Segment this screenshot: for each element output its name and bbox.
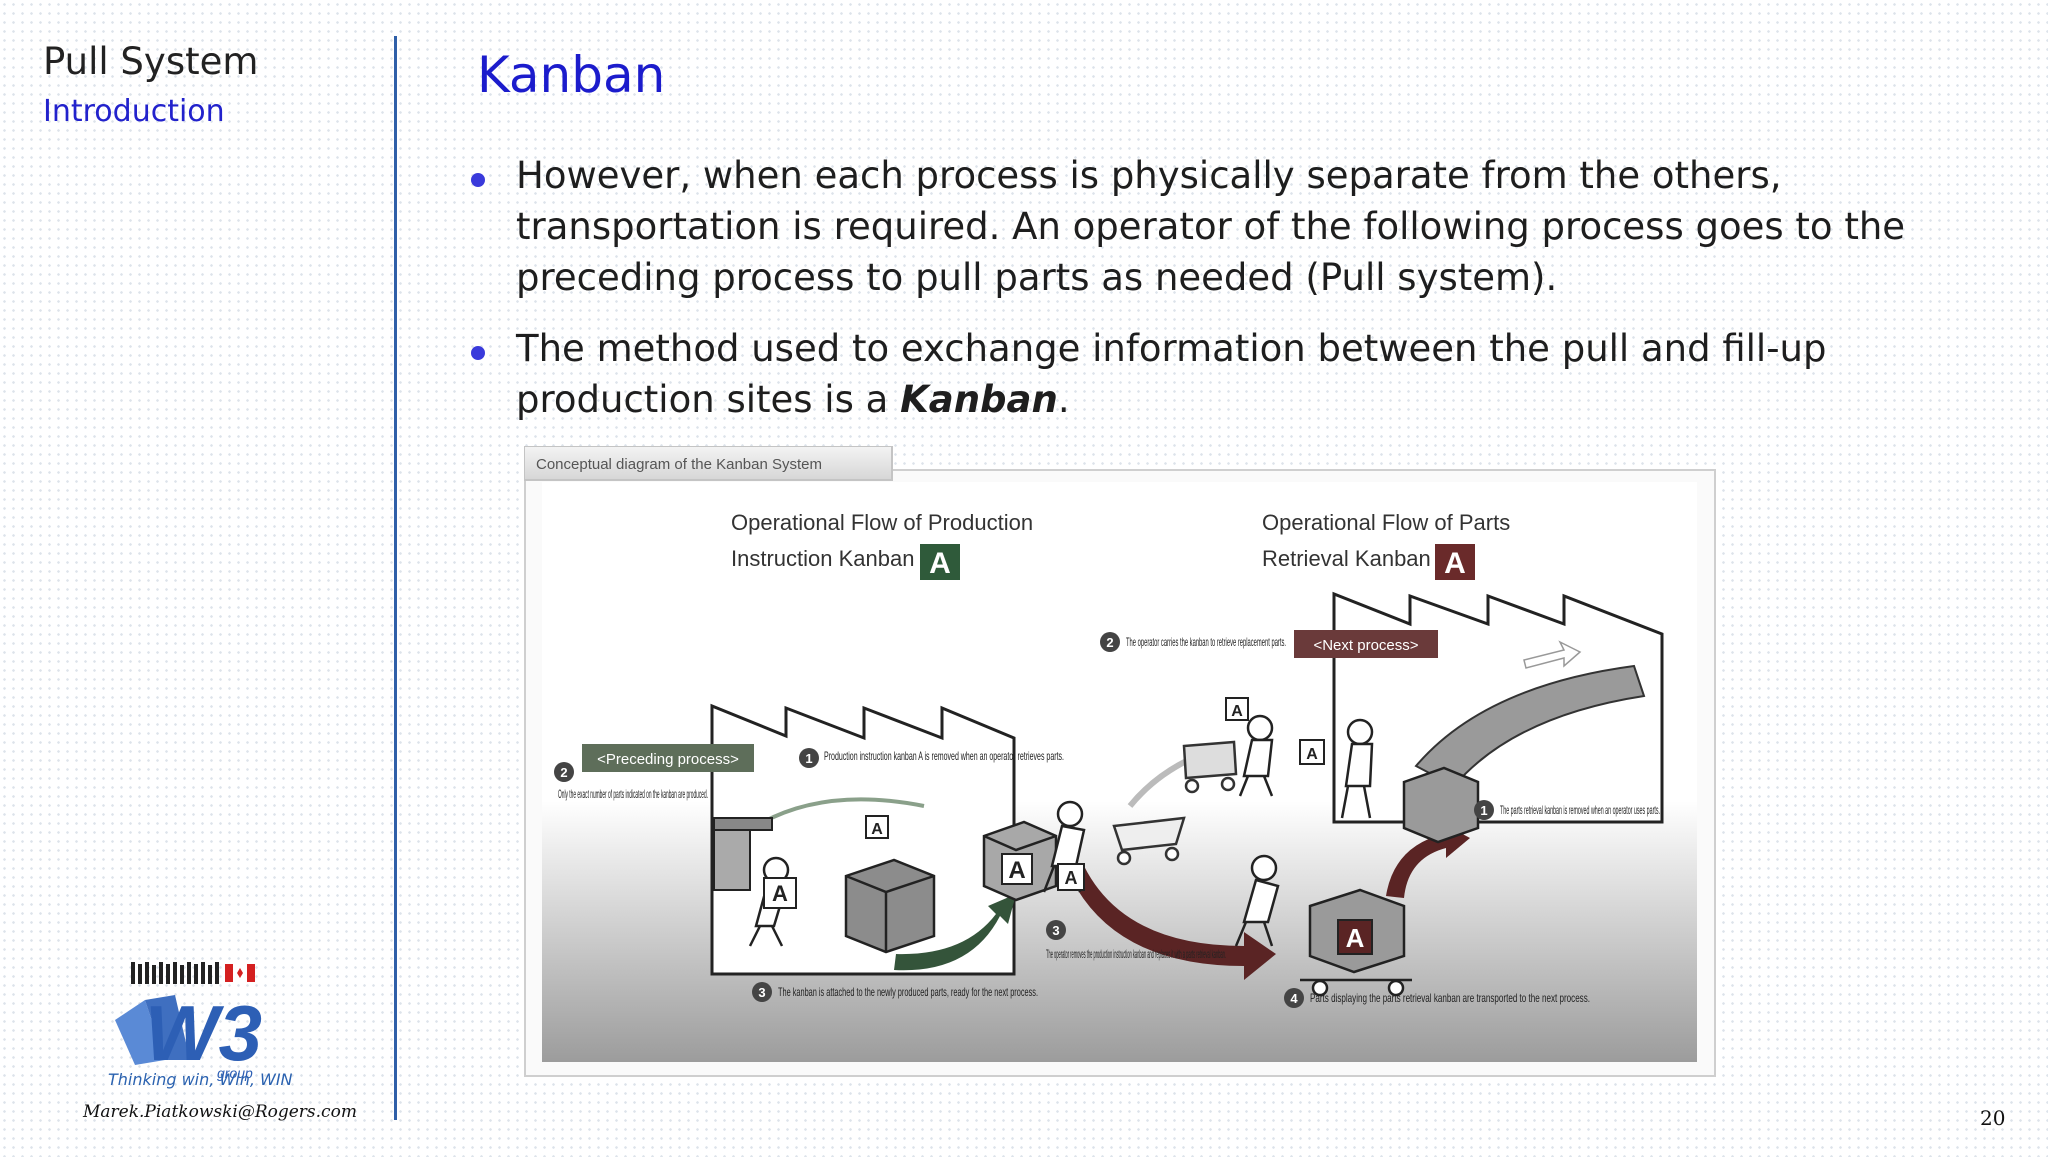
green-cycle-arrow <box>894 894 1016 971</box>
kanban-tag-green-icon <box>920 544 960 580</box>
kanban-system-diagram: Conceptual diagram of the Kanban System … <box>524 446 1716 1077</box>
step-caption-mid-3: The operator removes the production inst… <box>1046 947 1226 961</box>
svg-text:A: A <box>772 881 788 906</box>
svg-text:4: 4 <box>1290 991 1298 1006</box>
svg-text:W3: W3 <box>145 989 262 1077</box>
hand-cart <box>1182 740 1238 794</box>
bullet-list: However, when each process is physically… <box>466 150 1976 445</box>
flow-parts-subtitle: Retrieval Kanban <box>1262 546 1431 571</box>
flow-arrow-icon <box>1523 640 1582 669</box>
step-caption-left-1: Production instruction kanban A is remov… <box>824 749 1064 763</box>
kanban-emphasis: Kanban <box>900 378 1058 421</box>
flow-production-title: Operational Flow of Production <box>731 510 1033 535</box>
page-number: 20 <box>1980 1106 2006 1130</box>
bullet-text: However, when each process is physically… <box>516 154 1906 299</box>
flow-production-subtitle: Instruction Kanban <box>731 546 914 571</box>
svg-text:1: 1 <box>1480 803 1487 818</box>
kanban-tag-icon: A <box>763 877 797 909</box>
bullet-text: The method used to exchange information … <box>516 327 1827 421</box>
next-process-label: <Next process> <box>1313 637 1418 654</box>
next-process-label-box <box>1294 630 1438 658</box>
svg-text:3: 3 <box>758 985 765 1000</box>
kanban-tag-icon: A <box>865 815 889 839</box>
step-caption-right-1: The parts retrieval kanban is removed wh… <box>1500 803 1660 817</box>
preceding-process-label-box <box>582 744 754 772</box>
bullet-icon <box>471 346 485 360</box>
svg-text:2: 2 <box>1106 635 1113 650</box>
flow-parts-title: Operational Flow of Parts <box>1262 510 1510 535</box>
svg-text:3: 3 <box>1052 923 1059 938</box>
svg-text:A: A <box>1346 923 1365 953</box>
maroon-transport-arrow <box>1070 866 1276 980</box>
svg-text:A: A <box>1065 868 1078 888</box>
preceding-process-label: <Preceding process> <box>597 751 739 768</box>
divider-line <box>394 36 397 1120</box>
bullet-text-end: . <box>1057 378 1070 421</box>
svg-text:A: A <box>929 547 951 580</box>
w3-group-logo: W3 group <box>115 962 262 1081</box>
step-caption-left-2: Only the exact number of parts indicated… <box>558 787 708 801</box>
svg-text:A: A <box>871 821 883 838</box>
section-title: Pull System <box>43 40 259 83</box>
bullet-item: The method used to exchange information … <box>466 323 1976 425</box>
parts-crate-left <box>844 858 936 954</box>
kanban-tag-icon: A <box>1225 697 1249 721</box>
worker-right <box>1340 718 1374 819</box>
diagram-tab-label: Conceptual diagram of the Kanban System <box>536 456 822 473</box>
logo-tagline: Thinking win, Win, WIN <box>108 1070 293 1089</box>
sidebar: Pull System Introduction W3 group Thinki… <box>0 0 395 1157</box>
bullet-item: However, when each process is physically… <box>466 150 1976 303</box>
hand-cart-mid <box>1112 816 1186 866</box>
svg-text:A: A <box>1444 547 1466 580</box>
machine <box>713 817 773 831</box>
step-caption-mid-2: The operator carries the kanban to retri… <box>1126 635 1286 649</box>
svg-text:A: A <box>1306 746 1318 763</box>
bullet-icon <box>471 173 485 187</box>
contact-email: Marek.Piatkowski@Rogers.com <box>83 1102 357 1122</box>
worker-middle-top <box>1238 714 1274 797</box>
section-subtitle: Introduction <box>43 94 225 129</box>
svg-text:1: 1 <box>805 751 812 766</box>
step-caption-left-3: The kanban is attached to the newly prod… <box>778 985 1038 999</box>
page-title: Kanban <box>477 46 666 104</box>
diagram-tab <box>524 446 893 481</box>
kanban-tag-icon: A <box>1299 739 1325 765</box>
step-caption-right-4: Parts displaying the parts retrieval kan… <box>1310 991 1590 1005</box>
kanban-tag-icon: A <box>1057 863 1085 891</box>
svg-text:A: A <box>1231 703 1243 720</box>
maroon-return-arrow <box>1386 822 1470 898</box>
svg-text:A: A <box>1008 857 1025 884</box>
svg-text:group: group <box>217 1065 253 1081</box>
svg-text:2: 2 <box>560 765 567 780</box>
kanban-tag-maroon-icon <box>1435 544 1475 580</box>
worker-bottom <box>1234 854 1280 947</box>
parts-crate-right <box>1402 766 1480 844</box>
conveyor <box>1414 664 1646 788</box>
